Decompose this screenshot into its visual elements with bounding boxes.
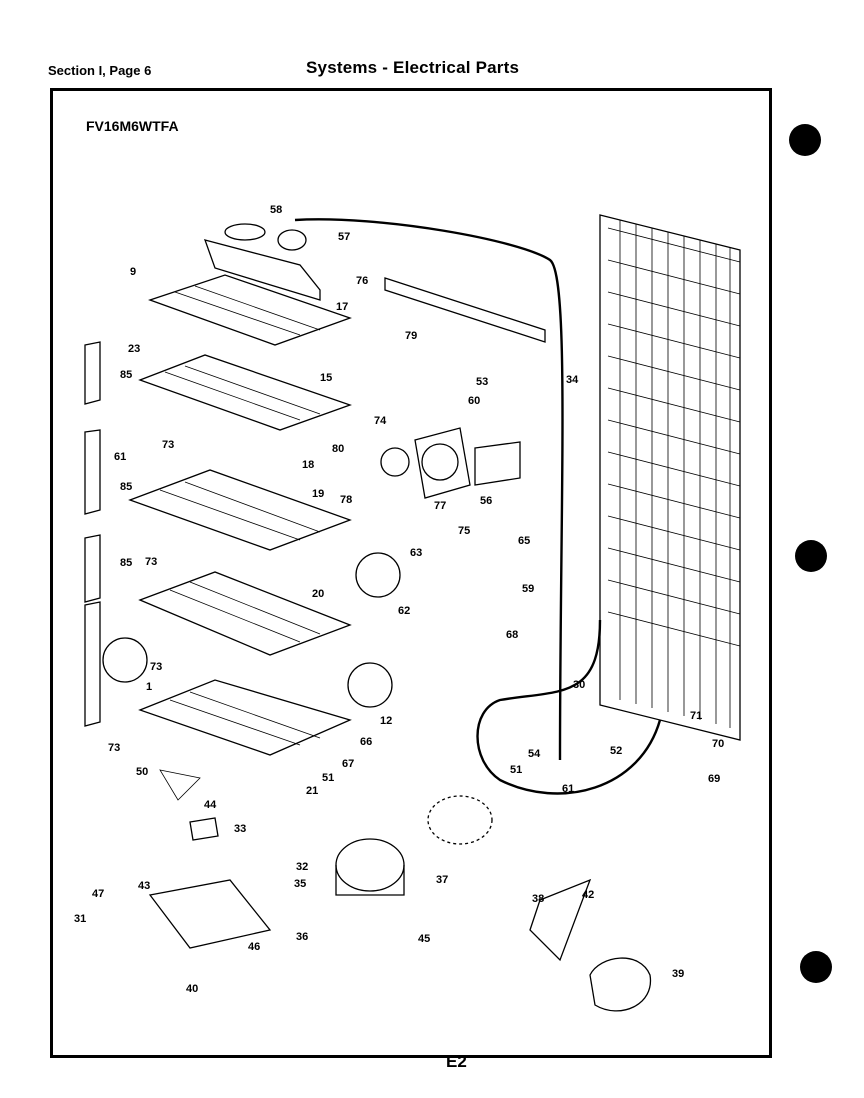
part-label: 20 (312, 588, 324, 600)
part-label: 67 (342, 758, 354, 770)
part-label: 70 (712, 738, 724, 750)
part-label: 15 (320, 372, 332, 384)
part-label: 85 (120, 481, 132, 493)
part-label: 54 (528, 748, 541, 760)
callout-circle-12 (347, 662, 393, 708)
top-bracket (384, 277, 546, 343)
part-label: 65 (518, 535, 530, 547)
part-label: 73 (162, 439, 174, 451)
part-label: 40 (186, 983, 198, 995)
part-label: 60 (468, 395, 480, 407)
part-label: 34 (566, 374, 579, 386)
part-label: 9 (130, 266, 136, 278)
part-label: 77 (434, 500, 446, 512)
part-label: 85 (120, 557, 132, 569)
diagram-frame (50, 88, 772, 1058)
part-label: 80 (332, 443, 344, 455)
part-label: 73 (108, 742, 120, 754)
part-label: 68 (506, 629, 518, 641)
part-label: 38 (532, 893, 544, 905)
part-label: 19 (312, 488, 324, 500)
part-label: 63 (410, 547, 422, 559)
tubing-main (294, 218, 564, 761)
part-label: 37 (436, 874, 448, 886)
part-label: 18 (302, 459, 314, 471)
part-labels: 58 57 9 76 17 79 23 85 15 53 60 34 74 80… (74, 204, 724, 995)
part-label: 56 (480, 495, 492, 507)
part-label: 36 (296, 931, 308, 943)
part-label: 73 (150, 661, 162, 673)
binder-hole-bottom (800, 951, 832, 983)
tubing-loop (476, 619, 662, 795)
part-label: 51 (322, 772, 334, 784)
part-label: 73 (145, 556, 157, 568)
binder-hole-top (789, 124, 821, 156)
condenser-coil (599, 214, 741, 741)
page-number: E2 (446, 1052, 467, 1071)
part-label: 42 (582, 889, 594, 901)
part-label: 23 (128, 343, 140, 355)
part-label: 12 (380, 715, 392, 727)
side-rails (84, 341, 101, 727)
part-label: 33 (234, 823, 246, 835)
page-title: Systems - Electrical Parts (306, 58, 520, 77)
part-label: 61 (562, 783, 574, 795)
shelf-group (128, 274, 352, 756)
part-label: 31 (74, 913, 86, 925)
bracket-50 (159, 769, 201, 801)
part-label: 44 (204, 799, 217, 811)
part-label: 76 (356, 275, 368, 287)
binder-hole-middle (795, 540, 827, 572)
compressor (335, 795, 493, 896)
part-label: 43 (138, 880, 150, 892)
part-label: 74 (374, 415, 387, 427)
part-label: 51 (510, 764, 522, 776)
part-label: 30 (573, 679, 585, 691)
part-label: 79 (405, 330, 417, 342)
part-label: 75 (458, 525, 470, 537)
part-label: 69 (708, 773, 720, 785)
control-box (148, 879, 272, 949)
part-label: 17 (336, 301, 348, 313)
part-label: 58 (270, 204, 282, 216)
part-label: 39 (672, 968, 684, 980)
part-label: 21 (306, 785, 318, 797)
part-label: 45 (418, 933, 430, 945)
part-label: 66 (360, 736, 372, 748)
part-label: 32 (296, 861, 308, 873)
fan-shroud (589, 957, 651, 1012)
part-label: 61 (114, 451, 126, 463)
model-number: FV16M6WTFA (86, 118, 179, 134)
part-label: 47 (92, 888, 104, 900)
part-label: 57 (338, 231, 350, 243)
part-label: 62 (398, 605, 410, 617)
part-label: 1 (146, 681, 152, 693)
light-housing (203, 223, 321, 301)
callout-circle-63 (355, 552, 401, 598)
part-label: 52 (610, 745, 622, 757)
condenser-fan-blade (529, 878, 592, 962)
part-label: 78 (340, 494, 352, 506)
fan-motor-assembly (380, 427, 521, 499)
part-label: 53 (476, 376, 488, 388)
callout-circle-1 (102, 637, 148, 683)
part-label: 59 (522, 583, 534, 595)
part-label: 85 (120, 369, 132, 381)
part-label: 71 (690, 710, 702, 722)
part-label: 50 (136, 766, 148, 778)
relay-44 (189, 817, 219, 841)
section-page-label: Section I, Page 6 (48, 63, 152, 78)
part-label: 46 (248, 941, 260, 953)
part-label: 35 (294, 878, 306, 890)
